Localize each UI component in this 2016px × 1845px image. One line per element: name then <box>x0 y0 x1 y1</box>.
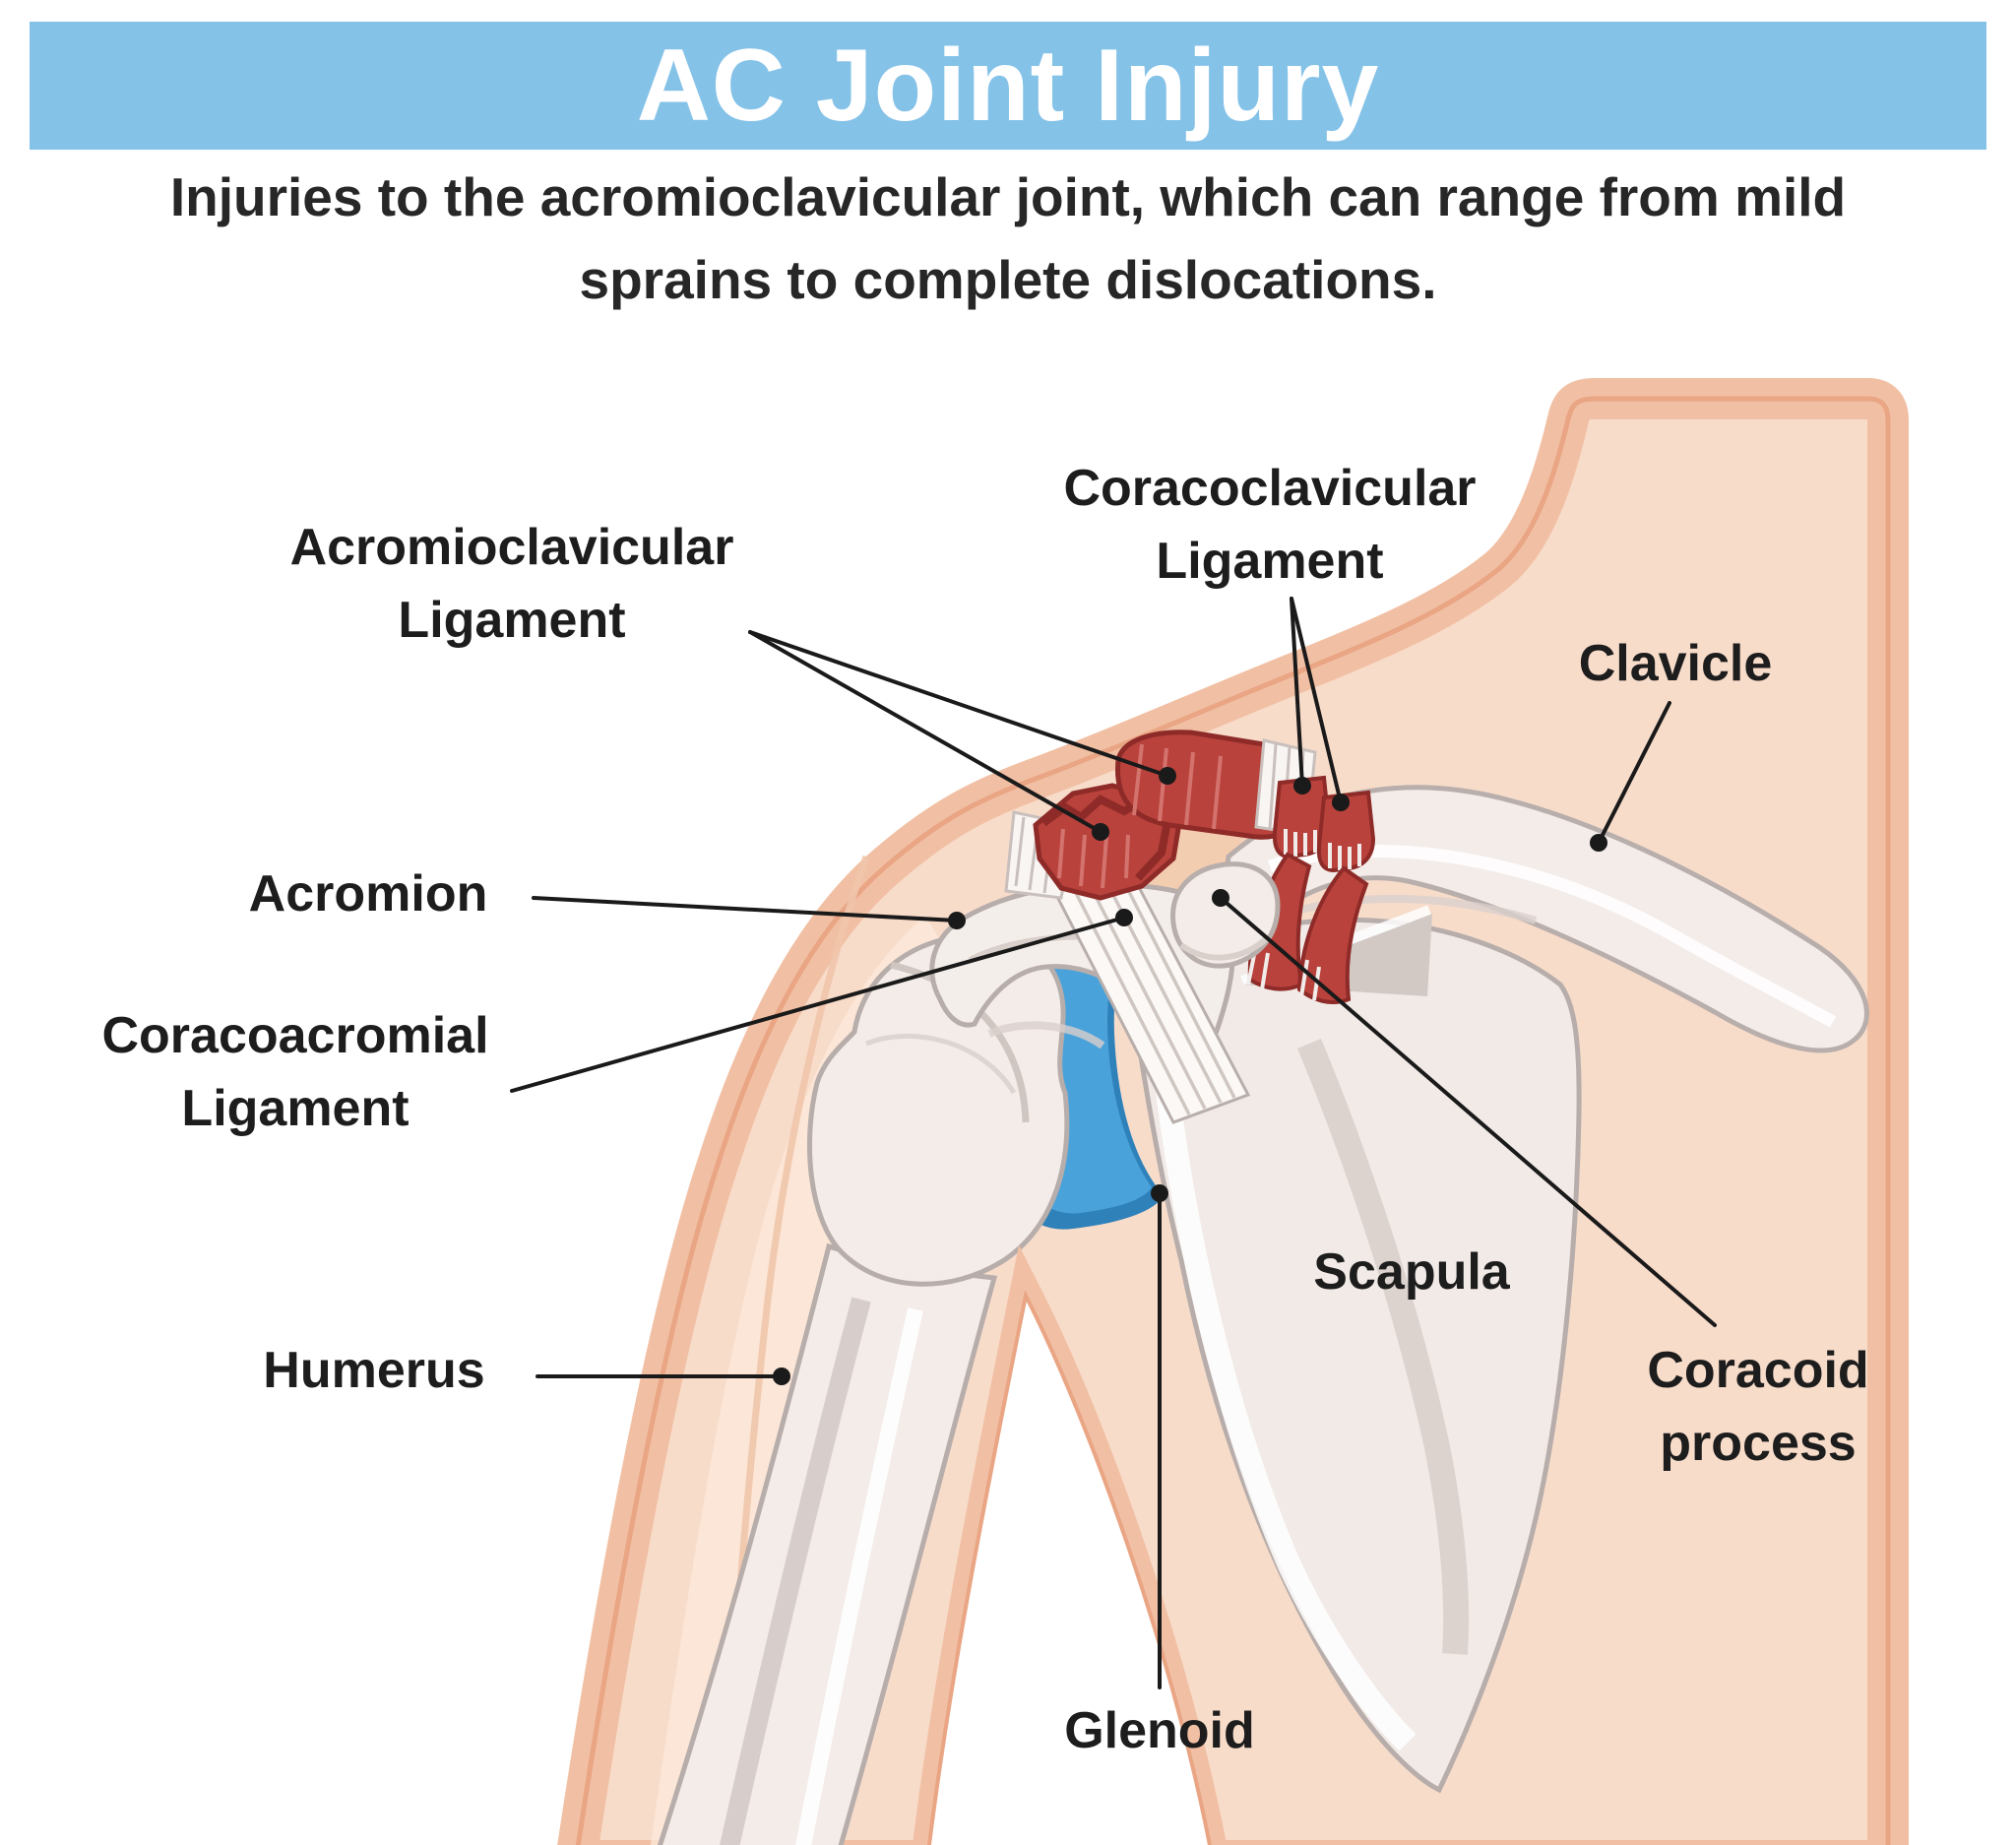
cc-tuft2-fringe-1 <box>1299 959 1309 997</box>
cc-tuft1-fringe-2 <box>1260 952 1270 990</box>
humerus-bone <box>657 932 1070 1845</box>
axilla-outline <box>926 1289 1212 1845</box>
leader-dot-cc-1 <box>1293 777 1311 795</box>
leader-dot-clavicle <box>1590 834 1607 852</box>
subtitle-line-2: sprains to complete dislocations. <box>579 249 1437 310</box>
ac-mass-stria-1 <box>1057 828 1065 879</box>
leader-coracoclavicular-1 <box>1290 597 1304 788</box>
ac-mass-stria-2 <box>1079 834 1087 887</box>
ac-mass-stria-4 <box>1124 834 1130 879</box>
clavicle-shadow <box>1278 894 1538 924</box>
label-coracoid-process-line1: Coracoid <box>1647 1342 1869 1399</box>
ac-stump-stria-1 <box>1132 743 1144 816</box>
label-glenoid: Glenoid <box>1064 1702 1255 1759</box>
leader-coracoacromial <box>510 916 1126 1093</box>
label-coracoclavicular-ligament-line2: Ligament <box>1156 533 1384 590</box>
ac-cap-stria-1 <box>1268 743 1278 830</box>
cc-tuft2-fringe-2 <box>1312 966 1321 1001</box>
leader-dot-ac-1 <box>1159 767 1176 785</box>
leader-coracoid <box>1219 896 1717 1327</box>
leader-dot-ac-2 <box>1092 823 1109 841</box>
subtitle-line-1: Injuries to the acromioclavicular joint,… <box>169 166 1847 227</box>
leader-dot-coracoid <box>1212 889 1229 907</box>
label-clavicle: Clavicle <box>1578 635 1773 692</box>
coracoid-shadow <box>1179 934 1271 961</box>
leader-acromioclavicular-2 <box>748 630 1102 834</box>
humerus-shaft-highlight <box>795 1307 923 1845</box>
ac-stump-stria-4 <box>1212 755 1223 830</box>
cc-tuft-2 <box>1296 865 1369 1004</box>
label-acromioclavicular-ligament-line1: Acromioclavicular <box>289 519 734 576</box>
scapula-highlight <box>1155 1081 1417 1751</box>
label-coracoacromial-ligament-line2: Ligament <box>181 1080 410 1137</box>
ac-stump-stria-3 <box>1184 751 1195 826</box>
leader-clavicle <box>1597 701 1671 845</box>
title-banner: AC Joint Injury <box>30 22 1986 150</box>
label-coracoacromial-ligament-line1: Coracoacromial <box>101 1007 489 1064</box>
leader-dot-coracoacromial <box>1115 909 1133 926</box>
label-coracoclavicular-ligament-line1: Coracoclavicular <box>1063 460 1477 517</box>
label-scapula: Scapula <box>1313 1243 1510 1301</box>
leader-lines <box>510 597 1717 1689</box>
ac-mass-stria-3 <box>1101 836 1108 889</box>
leader-dot-cc-2 <box>1332 794 1350 811</box>
leader-acromion <box>532 896 959 922</box>
leader-coracoclavicular-2 <box>1290 597 1343 804</box>
scapula-streak <box>1296 1039 1470 1655</box>
torn-acromioclavicular-ligament <box>1033 730 1317 901</box>
ac-stump-stria-2 <box>1158 747 1168 822</box>
label-acromion: Acromion <box>248 865 488 922</box>
leader-dot-humerus <box>773 1368 790 1385</box>
subacromial-shadow <box>987 1021 1105 1050</box>
leader-dot-acromion <box>948 912 966 929</box>
label-humerus: Humerus <box>263 1342 485 1399</box>
ac-torn-mass-ridge <box>1040 795 1172 881</box>
coracoid-shape <box>1170 861 1281 969</box>
label-coracoid-process-line2: process <box>1660 1415 1857 1472</box>
coracoid-process-bone <box>1170 861 1281 969</box>
humeral-head-crease-2 <box>865 1033 1017 1095</box>
leader-acromioclavicular-1 <box>748 630 1169 778</box>
humerus-shaft-streak <box>720 1297 871 1845</box>
axilla-notch <box>912 1244 1228 1845</box>
page-title: AC Joint Injury <box>636 28 1380 143</box>
leader-dot-glenoid <box>1151 1184 1168 1202</box>
label-acromioclavicular-ligament-line2: Ligament <box>398 592 626 649</box>
